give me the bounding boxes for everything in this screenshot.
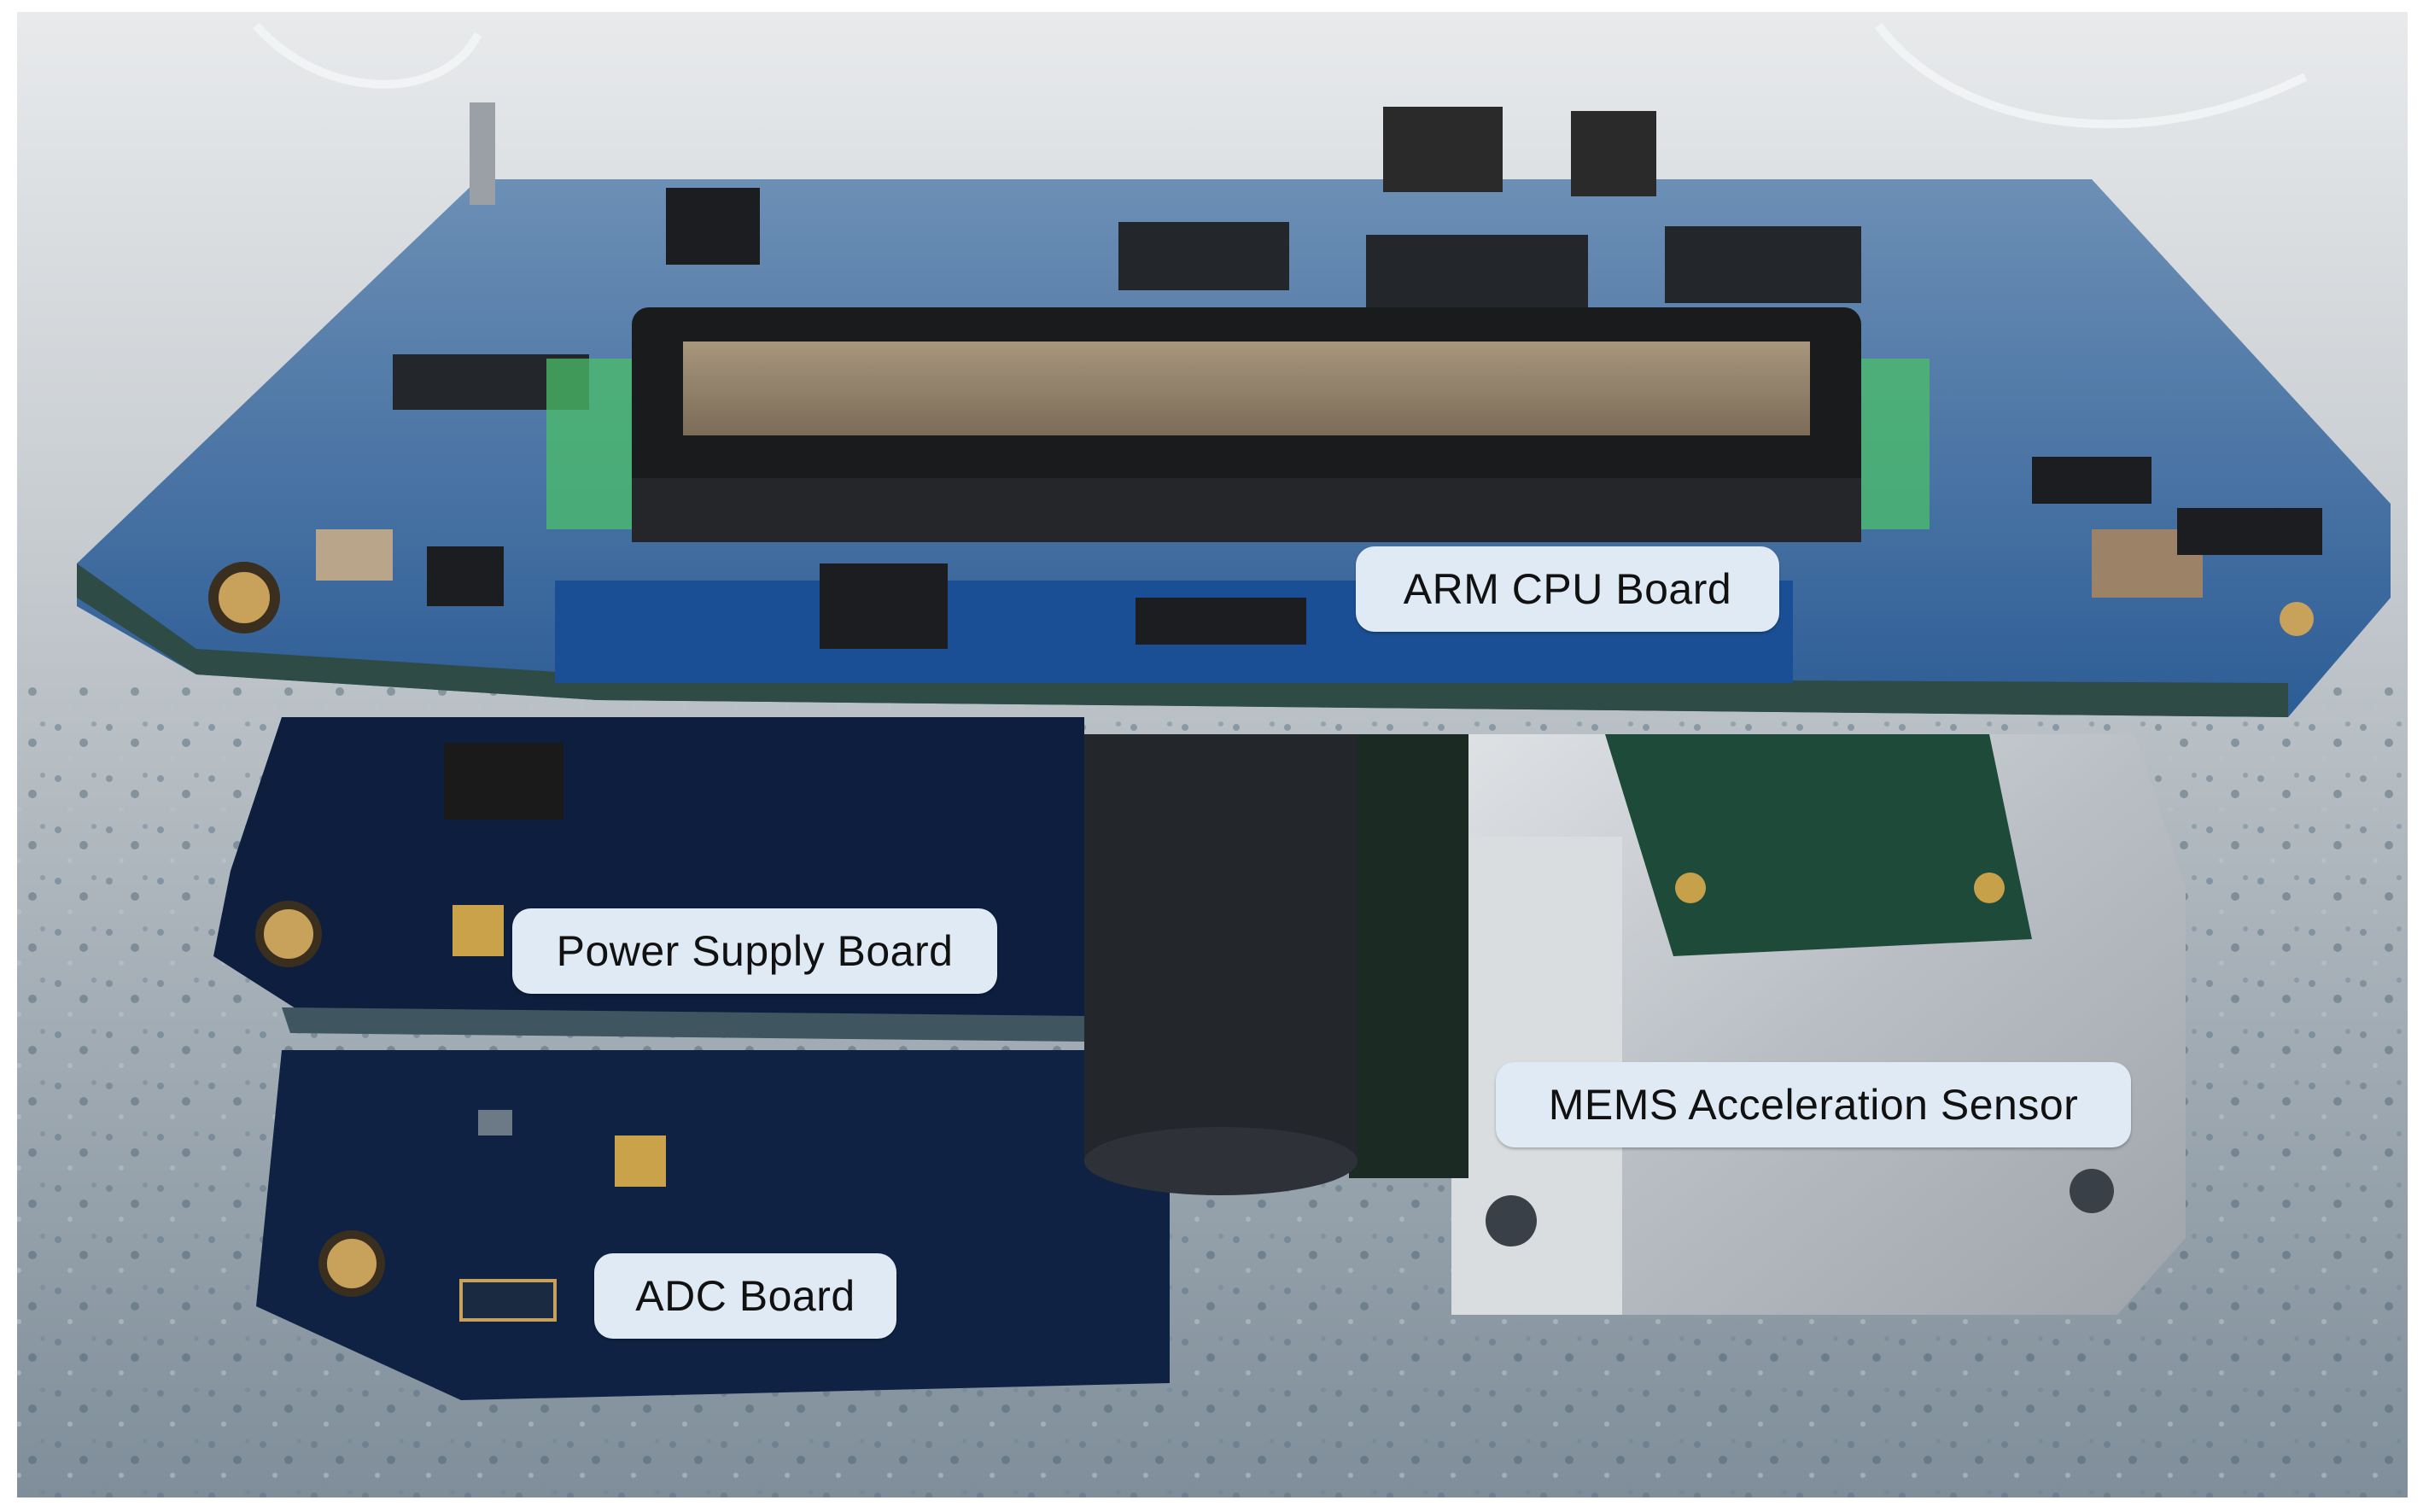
label-adc-board: ADC Board (594, 1253, 896, 1339)
label-power-supply-board: Power Supply Board (512, 908, 997, 994)
label-mems-acceleration-sensor: MEMS Acceleration Sensor (1496, 1062, 2131, 1147)
label-arm-cpu-board: ARM CPU Board (1356, 546, 1779, 632)
